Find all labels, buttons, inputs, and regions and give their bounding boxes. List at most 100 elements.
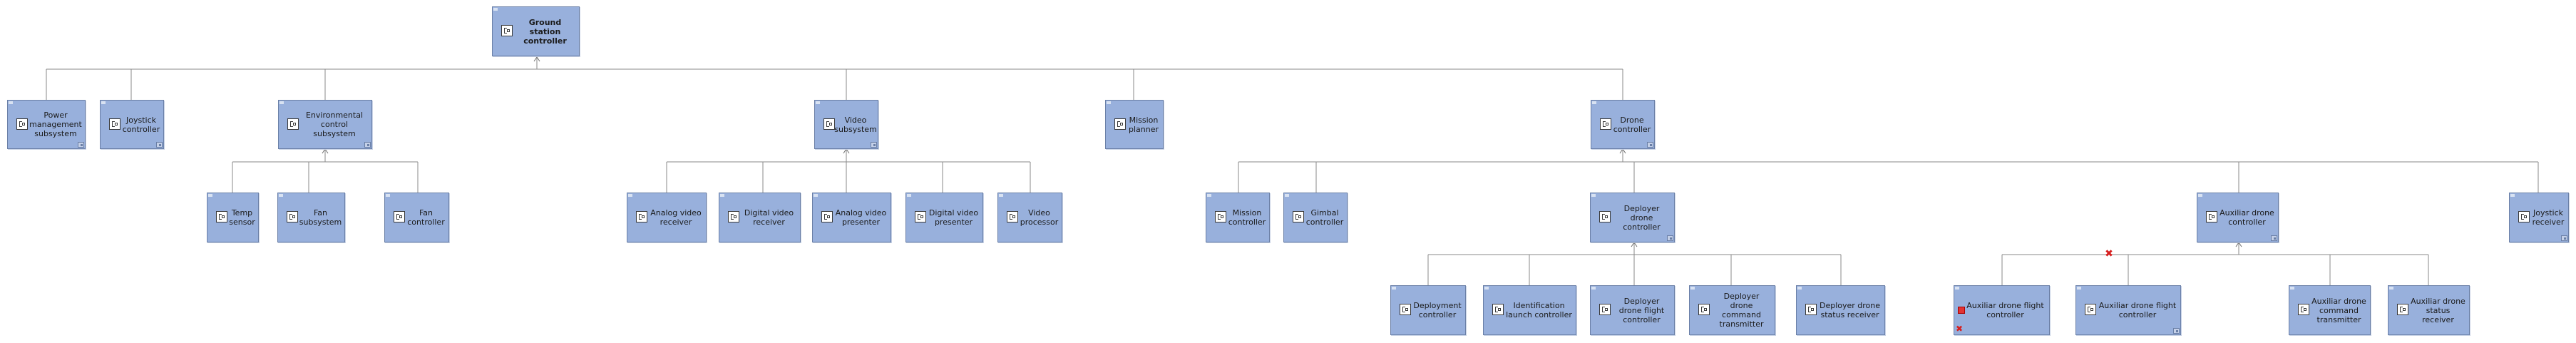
arrowhead-root	[533, 56, 540, 62]
arrowhead-video	[843, 148, 850, 154]
block-stereotype-icon	[1114, 118, 1126, 130]
block-label: Analog video presenter	[835, 208, 887, 227]
block-stereotype-icon	[2085, 304, 2096, 315]
block-label: Deployer drone status receiver	[1819, 301, 1881, 319]
block-stereotype-icon	[821, 211, 833, 222]
block-stereotype-icon	[2397, 304, 2408, 315]
block-label: Auxiliar drone flight controller	[2098, 301, 2177, 319]
connector-video	[666, 149, 1031, 193]
block-deployer-drone-flight-controller[interactable]: Deployer drone flight controller	[1590, 285, 1675, 335]
block-label: Deployer drone controller	[1623, 203, 1661, 232]
block-drone-controller[interactable]: Drone controller	[1591, 100, 1655, 149]
arrowhead-auxiliar	[2235, 242, 2242, 247]
block-tab	[1107, 101, 1111, 104]
block-label: Mission planner	[1128, 115, 1159, 134]
block-label: Auxiliar drone controller	[2220, 208, 2274, 227]
block-video-subsystem[interactable]: Video subsystem	[814, 100, 878, 149]
block-tab	[386, 194, 390, 197]
block-mission-controller[interactable]: Mission controller	[1206, 193, 1270, 242]
block-stereotype-icon	[636, 211, 647, 222]
composite-corner-icon	[1647, 142, 1653, 148]
block-stereotype-icon	[1599, 211, 1611, 222]
block-tab	[279, 101, 284, 104]
block-label: Drone controller	[1613, 115, 1651, 134]
arrowhead-environmental	[322, 148, 329, 154]
block-label: Deployer drone command transmitter	[1719, 292, 1764, 329]
block-stereotype-icon	[1599, 304, 1611, 315]
composite-corner-icon	[871, 142, 877, 148]
block-tab	[720, 194, 724, 197]
block-stereotype-icon	[915, 211, 926, 222]
block-label: Auxiliar drone status receiver	[2411, 296, 2465, 324]
block-stereotype-icon	[501, 25, 513, 36]
block-tab	[814, 194, 818, 197]
block-joystick-receiver[interactable]: Joystick receiver	[2509, 193, 2569, 242]
block-label: Environmental control subsystem	[305, 111, 364, 138]
block-tab	[1690, 287, 1695, 290]
block-digital-video-receiver[interactable]: Digital video receiver	[719, 193, 801, 242]
block-stereotype-icon	[394, 211, 405, 222]
connector-deployer	[1427, 242, 1842, 285]
block-deployment-controller[interactable]: Deployment controller	[1390, 285, 1466, 335]
block-auxiliar-drone-flight-controller-1[interactable]: Auxiliar drone flight controller	[1954, 285, 2050, 335]
block-tab	[1207, 194, 1211, 197]
block-analog-video-presenter[interactable]: Analog video presenter	[812, 193, 891, 242]
block-tab	[1797, 287, 1802, 290]
block-deployer-drone-command-transmitter[interactable]: Deployer drone command transmitter	[1689, 285, 1775, 335]
block-auxiliar-drone-flight-controller-2[interactable]: Auxiliar drone flight controller	[2075, 285, 2181, 335]
block-label: Video subsystem	[834, 115, 877, 134]
block-fan-controller[interactable]: Fan controller	[384, 193, 449, 242]
block-stereotype-icon	[1400, 304, 1411, 315]
block-auxiliar-drone-command-transmitter[interactable]: Auxiliar drone command transmitter	[2289, 285, 2371, 335]
block-tab	[101, 101, 106, 104]
block-tab	[2077, 287, 2081, 290]
block-stereotype-icon	[2518, 211, 2530, 222]
block-tab	[1591, 287, 1596, 290]
block-tab	[907, 194, 911, 197]
block-power-management-subsystem[interactable]: Power management subsystem	[7, 100, 86, 149]
block-tab	[1955, 287, 1959, 290]
connector-root	[46, 57, 1623, 100]
block-tab	[2198, 194, 2202, 197]
block-label: Digital video presenter	[928, 208, 979, 227]
block-stereotype-icon	[2206, 211, 2217, 222]
block-stereotype-icon	[287, 211, 298, 222]
block-video-processor[interactable]: Video processor	[997, 193, 1062, 242]
block-label: Auxiliar drone flight controller	[1966, 301, 2044, 319]
block-stereotype-icon	[728, 211, 739, 222]
block-environmental-control-subsystem[interactable]: Environmental control subsystem	[278, 100, 372, 149]
block-auxiliar-drone-controller[interactable]: Auxiliar drone controller	[2197, 193, 2279, 242]
block-tab	[999, 194, 1003, 197]
block-label: Auxiliar drone command transmitter	[2311, 296, 2366, 324]
block-gimbal-controller[interactable]: Gimbal controller	[1283, 193, 1348, 242]
block-stereotype-icon	[1007, 211, 1018, 222]
composite-corner-icon	[2271, 235, 2277, 241]
block-joystick-controller[interactable]: Joystick controller	[100, 100, 164, 149]
block-mission-planner[interactable]: Mission planner	[1105, 100, 1164, 149]
block-fan-subsystem[interactable]: Fan subsystem	[277, 193, 345, 242]
block-tab	[1592, 101, 1596, 104]
block-stereotype-icon	[1293, 211, 1304, 222]
block-temp-sensor[interactable]: Temp sensor	[207, 193, 259, 242]
block-tab	[2389, 287, 2393, 290]
block-stereotype-icon	[1698, 304, 1710, 315]
block-deployer-drone-status-receiver[interactable]: Deployer drone status receiver	[1796, 285, 1885, 335]
block-identification-launch-controller[interactable]: Identification launch controller	[1483, 285, 1576, 335]
connector-drone	[1238, 149, 2539, 193]
error-x-icon[interactable]: ✖	[2105, 248, 2113, 260]
block-label: Joystick controller	[122, 115, 160, 134]
block-digital-video-presenter[interactable]: Digital video presenter	[905, 193, 983, 242]
block-tab	[816, 101, 820, 104]
block-label: Video processor	[1020, 208, 1059, 227]
block-auxiliar-drone-status-receiver[interactable]: Auxiliar drone status receiver	[2388, 285, 2470, 335]
block-deployer-drone-controller[interactable]: Deployer drone controller	[1590, 193, 1675, 242]
block-label: Analog video receiver	[650, 208, 702, 227]
block-stereotype-icon	[1215, 211, 1226, 222]
block-tab	[1484, 287, 1489, 290]
block-analog-video-receiver[interactable]: Analog video receiver	[627, 193, 707, 242]
block-tab	[2510, 194, 2515, 197]
block-tab	[1392, 287, 1396, 290]
block-ground-station-controller[interactable]: Ground station controller	[492, 6, 580, 56]
block-stereotype-icon	[1805, 304, 1817, 315]
error-x-icon[interactable]: ✖	[1955, 324, 1964, 334]
